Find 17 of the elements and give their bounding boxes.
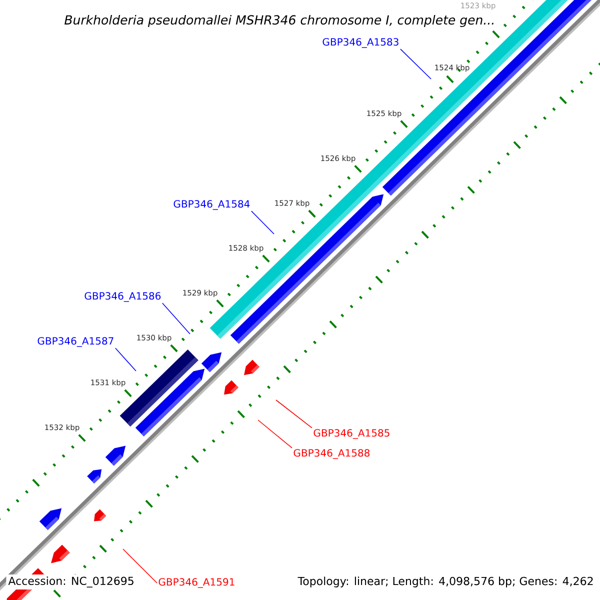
gene-label: GBP346_A1584: [174, 200, 250, 210]
leader-line: [115, 348, 136, 372]
leader-line: [276, 400, 312, 428]
gene-label: GBP346_A1588: [294, 449, 370, 459]
gene-label: GBP346_A1585: [314, 429, 390, 439]
title: Burkholderia pseudomallei MSHR346 chromosome I, complete gen...: [62, 12, 498, 30]
gene-label: GBP346_A1583: [322, 38, 398, 48]
leader-line: [251, 210, 274, 234]
leader-line: [400, 48, 432, 80]
leader-line: [122, 548, 158, 584]
gene-label: GBP346_A1587: [38, 337, 114, 347]
leader-line: [162, 302, 190, 334]
gene-label: GBP346_A1591: [158, 578, 234, 588]
genome-info-text: Topology: linear; Length: 4,098,576 bp; Genes: 4,262: [296, 574, 596, 590]
accession-text: Accession: NC_012695: [6, 574, 136, 590]
leader-line: [258, 420, 292, 448]
gene-label: GBP346_A1586: [84, 292, 161, 302]
